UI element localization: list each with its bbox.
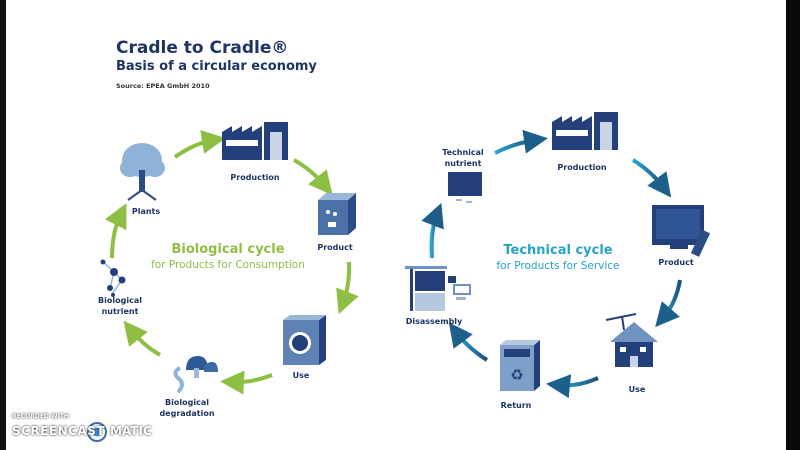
factory-icon [222, 122, 288, 160]
letterbox-left [0, 0, 6, 450]
technical-cycle-title: Technical cycle [503, 243, 613, 258]
recycling-bin-icon: ♻ [500, 340, 540, 391]
technical-cycle-subtitle: for Products for Service [496, 260, 620, 272]
node-label-nutrient-1: Biological [98, 296, 142, 305]
arrow-use-return [546, 374, 599, 399]
arrow-production-product [293, 158, 333, 196]
washing-machine-icon [283, 315, 326, 365]
node-label-production: Production [230, 173, 280, 182]
node-label-tech-production: Production [557, 163, 607, 172]
svg-text:♻: ♻ [510, 366, 523, 384]
node-label-return: Return [500, 401, 532, 410]
arrow-disassembly-nutrient [421, 202, 444, 259]
biological-cycle-subtitle: for Products for Consumption [151, 259, 305, 271]
arrow-nutrient-plants [104, 203, 127, 259]
node-label-use: Use [292, 371, 310, 380]
arrow-degradation-nutrient [123, 320, 162, 357]
arrow-production-product [631, 158, 672, 198]
house-antenna-icon [605, 313, 658, 367]
tv-remote-icon [652, 205, 711, 257]
node-label-nutrient-2: nutrient [101, 307, 139, 316]
tree-icon [120, 143, 165, 201]
node-label-plants: Plants [131, 207, 161, 216]
mushroom-worm-icon [173, 356, 218, 394]
watermark-screencast: SCREENCAST [12, 424, 106, 438]
node-label-product: Product [317, 243, 353, 252]
watermark-recorded-with: RECORDED WITH [12, 413, 69, 420]
node-label-tech-nutrient-1: Technical [442, 148, 484, 157]
watermark-matic: MATIC [110, 424, 152, 438]
arrow-product-use [655, 279, 682, 328]
box-icon [318, 193, 356, 235]
disassembly-machine-icon [405, 266, 471, 311]
monitor-icon [448, 172, 482, 203]
screencast-logo-icon [87, 422, 107, 442]
node-label-degradation-1: Biological [165, 398, 209, 407]
arrow-return-disassembly [448, 322, 489, 362]
arrow-nutrient-production [494, 129, 548, 155]
factory-icon [552, 112, 618, 150]
letterbox-right [786, 0, 800, 450]
page-title: Cradle to Cradle® [116, 38, 289, 58]
arrow-use-degradation [220, 370, 273, 395]
page-subtitle: Basis of a circular economy [116, 59, 317, 74]
arrow-plants-production [173, 130, 226, 159]
arrow-product-use [336, 261, 359, 315]
source-note: Source: EPEA GmbH 2010 [116, 82, 210, 90]
node-label-tech-nutrient-2: nutrient [444, 159, 482, 168]
node-label-disassembly: Disassembly [405, 317, 463, 326]
node-label-tech-use: Use [628, 385, 646, 394]
biological-cycle-title: Biological cycle [171, 242, 285, 257]
molecule-icon [100, 259, 126, 297]
node-label-tech-product: Product [658, 258, 694, 267]
node-label-degradation-2: degradation [159, 409, 215, 418]
